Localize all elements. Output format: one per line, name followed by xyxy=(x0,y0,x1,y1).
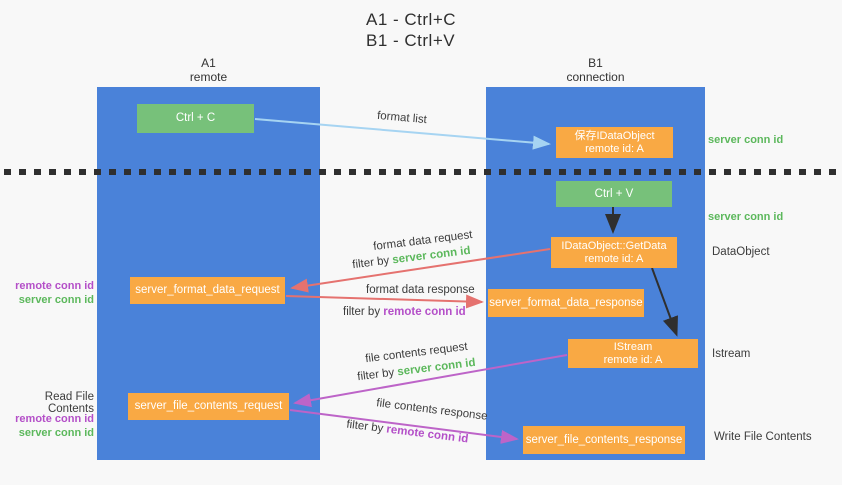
annotation-server-conn-id-mid: server conn id xyxy=(708,211,784,223)
node-format-request-label: server_format_data_request xyxy=(135,284,280,296)
right-column-header: B1 connection xyxy=(486,56,705,84)
node-file-response-label: server_file_contents_response xyxy=(525,433,683,446)
node-istream-line2: remote id: A xyxy=(603,353,663,366)
node-save-idataobject: 保存IDataObject remote id: A xyxy=(556,127,673,158)
annotation-remote-conn-id-bottom: remote conn id xyxy=(15,413,94,425)
label-file-contents-response: file contents response xyxy=(375,397,489,423)
filter-by-prefix-1: filter by xyxy=(351,254,394,272)
node-ctrl-v: Ctrl + V xyxy=(556,181,672,207)
annotation-istream: Istream xyxy=(712,348,751,360)
label-format-list: format list xyxy=(376,109,428,127)
node-getdata-line1: IDataObject::GetData xyxy=(561,239,667,252)
node-server-format-data-response: server_format_data_response xyxy=(488,289,644,317)
label-filter-by-server-conn-id-1: filter by server conn id xyxy=(352,245,471,271)
filter-by-value-4: remote conn id xyxy=(385,423,469,446)
label-filter-by-remote-conn-id-2: filter by remote conn id xyxy=(343,306,466,318)
left-column-subtitle: remote xyxy=(189,70,228,84)
node-save-idataobject-line2: remote id: A xyxy=(585,142,644,155)
left-column-id: A1 xyxy=(201,56,216,70)
node-idataobject-getdata: IDataObject::GetData remote id: A xyxy=(551,237,677,268)
filter-by-prefix-3: filter by xyxy=(356,366,399,384)
node-ctrl-c: Ctrl + C xyxy=(137,104,254,133)
right-column-subtitle: connection xyxy=(566,70,625,84)
annotation-server-conn-id-left-top: server conn id xyxy=(18,294,94,306)
annotation-dataobject: DataObject xyxy=(712,246,770,258)
diagram-title: A1 - Ctrl+C B1 - Ctrl+V xyxy=(366,9,456,51)
node-istream-line1: IStream xyxy=(613,340,653,353)
label-filter-by-remote-conn-id-4: filter by remote conn id xyxy=(346,419,469,446)
node-save-idataobject-line1: 保存IDataObject xyxy=(574,129,655,142)
node-server-format-data-request: server_format_data_request xyxy=(130,277,285,304)
filter-by-value-2: remote conn id xyxy=(383,306,466,318)
node-ctrl-v-label: Ctrl + V xyxy=(594,187,634,200)
left-column-header: A1 remote xyxy=(97,56,320,84)
node-ctrl-c-label: Ctrl + C xyxy=(175,112,216,124)
annotation-write-file-contents: Write File Contents xyxy=(714,431,812,443)
node-server-file-contents-response: server_file_contents_response xyxy=(523,426,685,454)
filter-by-value-3: server conn id xyxy=(396,356,477,379)
title-line-2: B1 - Ctrl+V xyxy=(366,31,456,50)
filter-by-prefix-2: filter by xyxy=(343,306,384,318)
right-column-id: B1 xyxy=(588,56,603,70)
node-getdata-line2: remote id: A xyxy=(584,252,644,265)
label-format-data-response: format data response xyxy=(366,284,475,296)
filter-by-prefix-4: filter by xyxy=(345,418,388,436)
annotation-server-conn-id-left-bottom: server conn id xyxy=(18,427,94,439)
node-format-response-label: server_format_data_response xyxy=(489,296,643,309)
node-istream: IStream remote id: A xyxy=(568,339,698,368)
node-server-file-contents-request: server_file_contents_request xyxy=(128,393,289,420)
annotation-read-file-contents: Read File Contents xyxy=(44,391,94,415)
title-line-1: A1 - Ctrl+C xyxy=(366,10,457,29)
node-file-request-label: server_file_contents_request xyxy=(134,400,283,412)
annotation-server-conn-id-top: server conn id xyxy=(708,134,784,146)
annotation-remote-conn-id-top: remote conn id xyxy=(15,280,94,292)
